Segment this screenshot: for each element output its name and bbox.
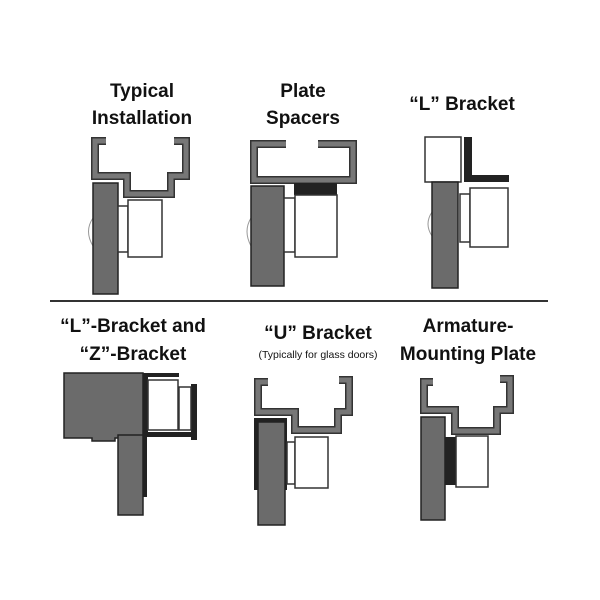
u-bracket-figure bbox=[254, 376, 353, 526]
l-bracket-figure bbox=[424, 136, 509, 289]
title-typical-line1: Typical bbox=[110, 81, 174, 102]
armature-mounting-plate-figure bbox=[420, 375, 514, 521]
title-lz-line2: “Z”-Bracket bbox=[80, 344, 187, 365]
subtitle-u-bracket: (Typically for glass doors) bbox=[258, 349, 377, 361]
l-z-bracket-figure bbox=[63, 372, 197, 516]
title-armature-line1: Armature- bbox=[423, 316, 514, 337]
title-typical-line2: Installation bbox=[92, 108, 192, 129]
title-plate-line1: Plate bbox=[280, 81, 325, 102]
title-plate-line2: Spacers bbox=[266, 108, 340, 129]
title-lz-line1: “L”-Bracket and bbox=[60, 316, 206, 337]
title-armature-line2: Mounting Plate bbox=[400, 344, 536, 365]
title-l-bracket: “L” Bracket bbox=[409, 94, 515, 115]
typical-installation-figure bbox=[88, 137, 190, 295]
title-u-bracket: “U” Bracket bbox=[264, 323, 372, 344]
plate-spacers-figure bbox=[246, 140, 357, 287]
